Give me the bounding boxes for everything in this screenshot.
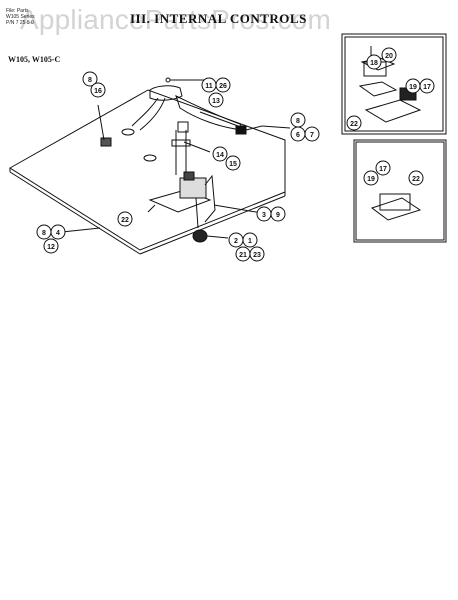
callout-9: 9 bbox=[276, 212, 280, 219]
callout-4: 4 bbox=[56, 230, 60, 237]
callout-17-circle bbox=[375, 160, 391, 176]
watermark: AppliancePartsPros.com bbox=[20, 4, 331, 35]
callout-8: 8 bbox=[296, 118, 300, 125]
callout-21: 21 bbox=[239, 252, 247, 259]
callout-6: 6 bbox=[296, 132, 300, 139]
thermostat-body bbox=[179, 177, 207, 199]
callout-4-circle bbox=[50, 224, 66, 240]
callout-13: 13 bbox=[212, 98, 220, 105]
callout-22-circle bbox=[346, 115, 362, 131]
callout-1-circle bbox=[242, 232, 258, 248]
burner-tube bbox=[199, 111, 239, 127]
callout-7-circle bbox=[304, 126, 320, 142]
callout-16: 16 bbox=[94, 88, 102, 95]
callout-2: 2 bbox=[234, 238, 238, 245]
leader-line bbox=[261, 125, 291, 129]
callout-22-circle bbox=[117, 211, 133, 227]
callout-12-circle bbox=[43, 238, 59, 254]
small-fitting bbox=[100, 137, 112, 147]
leader-line bbox=[183, 141, 211, 153]
callout-26: 26 bbox=[219, 83, 227, 90]
callout-1: 1 bbox=[248, 238, 252, 245]
callout-18-circle bbox=[366, 54, 382, 70]
callout-8: 8 bbox=[42, 230, 46, 237]
supply-tube bbox=[139, 97, 166, 131]
callout-11: 11 bbox=[205, 83, 213, 90]
thermostat-bracket bbox=[148, 189, 212, 213]
wire bbox=[245, 125, 263, 131]
base-plate-edge bbox=[9, 171, 141, 255]
callout-15-circle bbox=[225, 155, 241, 171]
callout-23: 23 bbox=[253, 252, 261, 259]
callout-22: 22 bbox=[412, 176, 420, 183]
leader-line bbox=[61, 227, 101, 233]
callout-8-circle bbox=[82, 71, 98, 87]
callout-14: 14 bbox=[216, 152, 224, 159]
callout-20-circle bbox=[381, 47, 397, 63]
file-meta-line: W105 Series bbox=[6, 14, 35, 20]
callout-18: 18 bbox=[370, 60, 378, 67]
leader-line bbox=[97, 104, 105, 141]
screw-dot bbox=[165, 77, 171, 83]
callout-7: 7 bbox=[310, 132, 314, 139]
callout-20: 20 bbox=[385, 53, 393, 60]
inset-1-frame bbox=[344, 36, 444, 132]
leader-line bbox=[213, 204, 263, 214]
control-knob bbox=[192, 229, 208, 243]
callout-22: 22 bbox=[350, 121, 358, 128]
capillary-tube bbox=[195, 197, 199, 229]
file-meta-line: File: Parts bbox=[6, 8, 29, 14]
leader-line bbox=[206, 235, 229, 239]
supply-tube bbox=[131, 97, 159, 127]
base-plate bbox=[9, 89, 286, 251]
callout-8: 8 bbox=[88, 77, 92, 84]
callout-9-circle bbox=[270, 206, 286, 222]
callout-17: 17 bbox=[379, 166, 387, 173]
base-plate-edge bbox=[139, 195, 286, 255]
callout-19-circle bbox=[363, 170, 379, 186]
callout-15: 15 bbox=[229, 161, 237, 168]
module-box bbox=[370, 197, 422, 221]
inset-1-bracket bbox=[364, 99, 422, 123]
callout-22-circle bbox=[408, 170, 424, 186]
callout-22: 22 bbox=[121, 217, 129, 224]
page-title: III. INTERNAL CONTROLS bbox=[130, 11, 307, 26]
callout-12: 12 bbox=[47, 244, 55, 251]
model-label: W105, W105-C bbox=[8, 55, 61, 64]
inset-2-frame bbox=[355, 141, 445, 241]
leader-line bbox=[147, 204, 156, 213]
file-meta: File: Parts W105 Series P/N 7 25 5 0 bbox=[6, 8, 35, 26]
callout-13-circle bbox=[208, 92, 224, 108]
inset-box-1 bbox=[341, 33, 447, 135]
callout-19: 19 bbox=[409, 84, 417, 91]
plate-hole bbox=[143, 154, 157, 162]
callout-23-circle bbox=[249, 246, 265, 262]
thermostat-top bbox=[183, 171, 195, 181]
pipe-fitting bbox=[171, 139, 191, 147]
callout-3: 3 bbox=[262, 212, 266, 219]
pipe-bracket bbox=[177, 121, 189, 133]
callout-26-circle bbox=[215, 77, 231, 93]
callout-19: 19 bbox=[367, 176, 375, 183]
callout-17: 17 bbox=[423, 84, 431, 91]
capillary-tube bbox=[204, 174, 216, 223]
module-body bbox=[379, 193, 411, 211]
relay-lower bbox=[358, 81, 398, 97]
inset-box-2 bbox=[353, 139, 447, 243]
file-meta-line: P/N 7 25 5 0 bbox=[6, 20, 34, 26]
callout-16-circle bbox=[90, 82, 106, 98]
plate-hole bbox=[121, 128, 135, 136]
wire-terminal bbox=[235, 125, 247, 135]
callout-17-circle bbox=[419, 78, 435, 94]
callout-14-circle bbox=[212, 146, 228, 162]
